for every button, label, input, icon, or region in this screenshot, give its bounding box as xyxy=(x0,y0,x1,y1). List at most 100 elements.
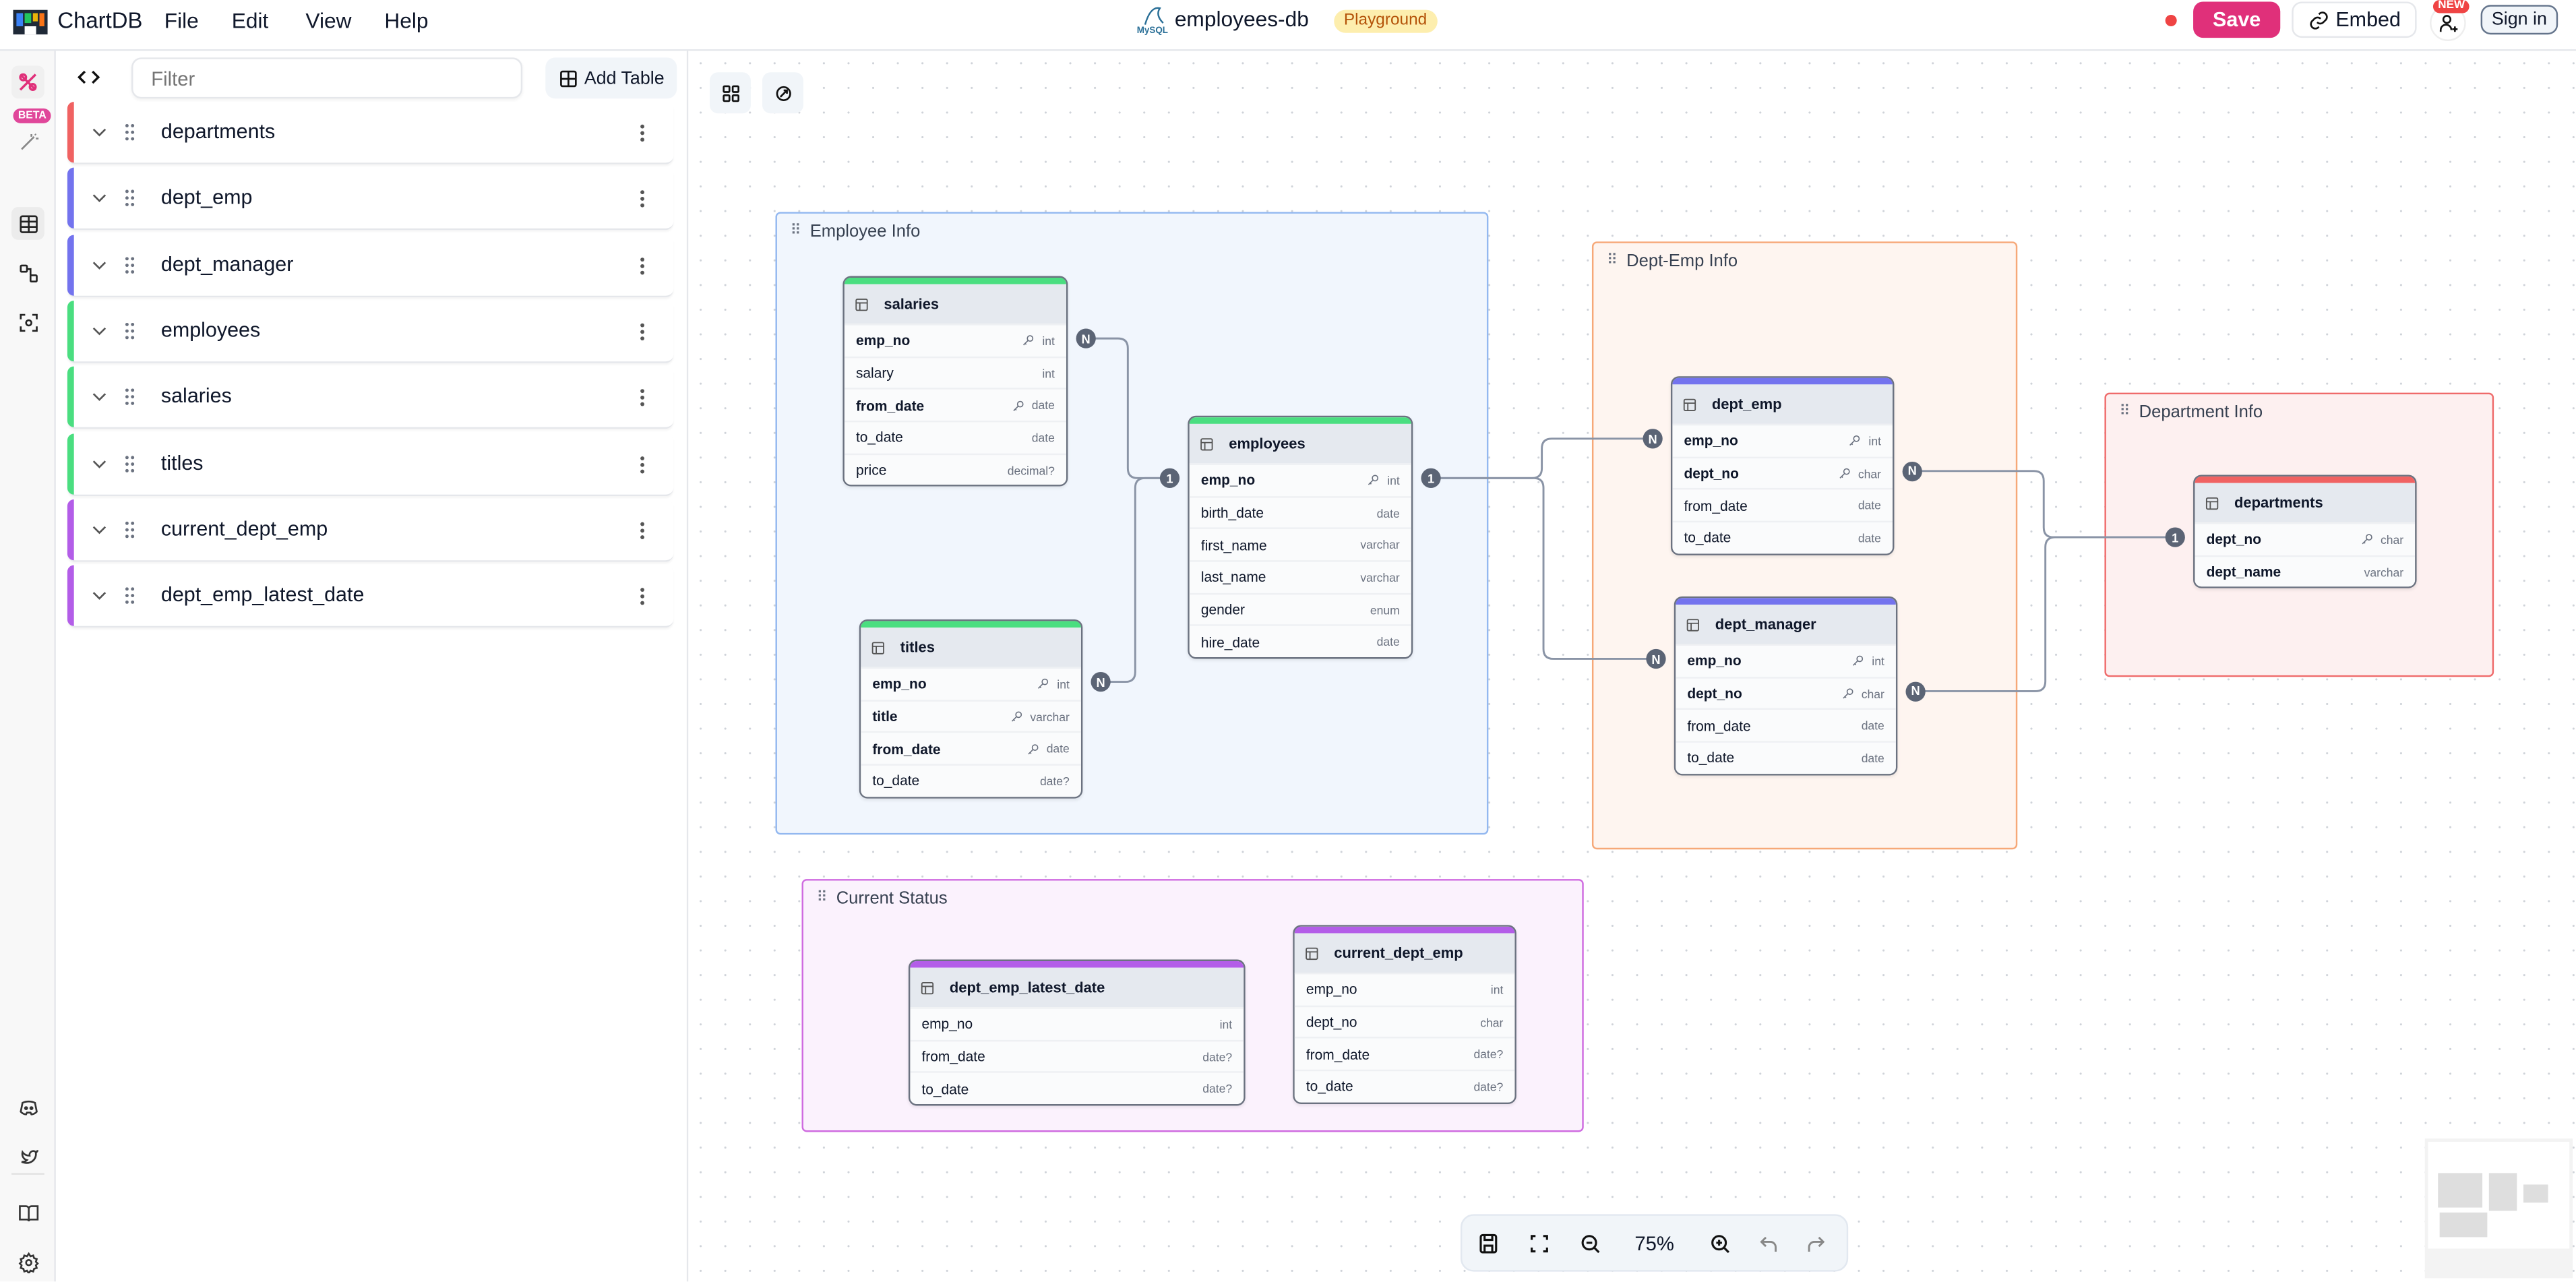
chevron-down-icon[interactable] xyxy=(92,325,107,336)
drag-handle-icon[interactable] xyxy=(125,586,135,605)
relationship-icon[interactable] xyxy=(11,256,44,289)
chevron-down-icon[interactable] xyxy=(92,590,107,601)
sidebar-item-salaries[interactable]: salaries xyxy=(67,367,674,429)
add-table-button[interactable]: Add Table xyxy=(545,57,677,99)
sidebar-item-current-dept-emp[interactable]: current_dept_emp xyxy=(67,499,674,562)
drag-handle-icon[interactable]: ⠿ xyxy=(2119,402,2130,419)
relationship-edge[interactable] xyxy=(1431,437,1653,479)
table-header[interactable]: dept_manager xyxy=(1676,605,1896,644)
chevron-down-icon[interactable] xyxy=(92,193,107,204)
drag-handle-icon[interactable] xyxy=(125,255,135,274)
more-options-icon[interactable] xyxy=(639,586,646,606)
sidebar-item-employees[interactable]: employees xyxy=(67,300,674,363)
table-header[interactable]: dept_emp xyxy=(1672,384,1893,424)
relationship-edge[interactable] xyxy=(1915,536,2176,692)
menu-edit[interactable]: Edit xyxy=(231,8,269,33)
twitter-icon[interactable] xyxy=(11,1140,44,1173)
menu-view[interactable]: View xyxy=(305,8,352,33)
drag-handle-icon[interactable] xyxy=(125,388,135,406)
more-options-icon[interactable] xyxy=(639,322,646,341)
more-options-icon[interactable] xyxy=(639,255,646,275)
zoom-out-icon[interactable] xyxy=(1574,1227,1607,1260)
sidebar-item-dept-emp[interactable]: dept_emp xyxy=(67,168,674,231)
relationship-edge[interactable] xyxy=(1101,477,1170,683)
undo-icon[interactable] xyxy=(1751,1227,1784,1260)
drag-handle-icon[interactable] xyxy=(125,322,135,340)
show-relationships-button[interactable] xyxy=(762,72,803,114)
more-options-icon[interactable] xyxy=(639,454,646,474)
diagram-name[interactable]: employees-db xyxy=(1174,6,1309,32)
chevron-down-icon[interactable] xyxy=(92,524,107,535)
table-header[interactable]: titles xyxy=(861,628,1081,667)
fit-view-icon[interactable] xyxy=(1523,1227,1556,1260)
minimap[interactable] xyxy=(2424,1138,2573,1279)
settings-icon[interactable] xyxy=(11,1246,44,1279)
filter-input[interactable] xyxy=(131,57,523,99)
chevron-down-icon[interactable] xyxy=(92,259,107,270)
sidebar-item-departments[interactable]: departments xyxy=(67,102,674,164)
save-button[interactable]: Save xyxy=(2193,1,2281,38)
drag-handle-icon[interactable] xyxy=(125,123,135,142)
more-options-icon[interactable] xyxy=(639,123,646,143)
table-icon[interactable] xyxy=(11,207,44,240)
drag-handle-icon[interactable] xyxy=(125,189,135,208)
drag-handle-icon[interactable]: ⠿ xyxy=(816,888,828,906)
sidebar-item-titles[interactable]: titles xyxy=(67,433,674,495)
table-header[interactable]: dept_emp_latest_date xyxy=(910,967,1244,1008)
more-options-icon[interactable] xyxy=(639,388,646,408)
area-select-icon[interactable] xyxy=(11,305,44,338)
relationship-edge[interactable] xyxy=(1912,470,2176,539)
magic-logo-icon[interactable] xyxy=(11,65,44,99)
menu-file[interactable]: File xyxy=(164,8,199,33)
more-options-icon[interactable] xyxy=(639,189,646,209)
chevron-down-icon[interactable] xyxy=(92,458,107,469)
diagram-canvas[interactable]: ⠿Employee Info⠿Dept-Emp Info⠿Department … xyxy=(688,51,2576,1282)
code-view-icon[interactable] xyxy=(77,67,100,87)
relationship-edge[interactable] xyxy=(1431,477,1656,660)
table-header[interactable]: departments xyxy=(2195,483,2416,523)
drag-handle-icon[interactable] xyxy=(125,454,135,472)
chevron-down-icon[interactable] xyxy=(92,392,107,403)
sidebar-item-dept-manager[interactable]: dept_manager xyxy=(67,234,674,297)
save-icon[interactable] xyxy=(1472,1227,1505,1260)
chevron-down-icon[interactable] xyxy=(92,127,107,138)
menu-help[interactable]: Help xyxy=(384,8,429,33)
more-options-icon[interactable] xyxy=(639,520,646,540)
book-icon[interactable] xyxy=(11,1196,44,1229)
table-header[interactable]: employees xyxy=(1189,423,1411,464)
